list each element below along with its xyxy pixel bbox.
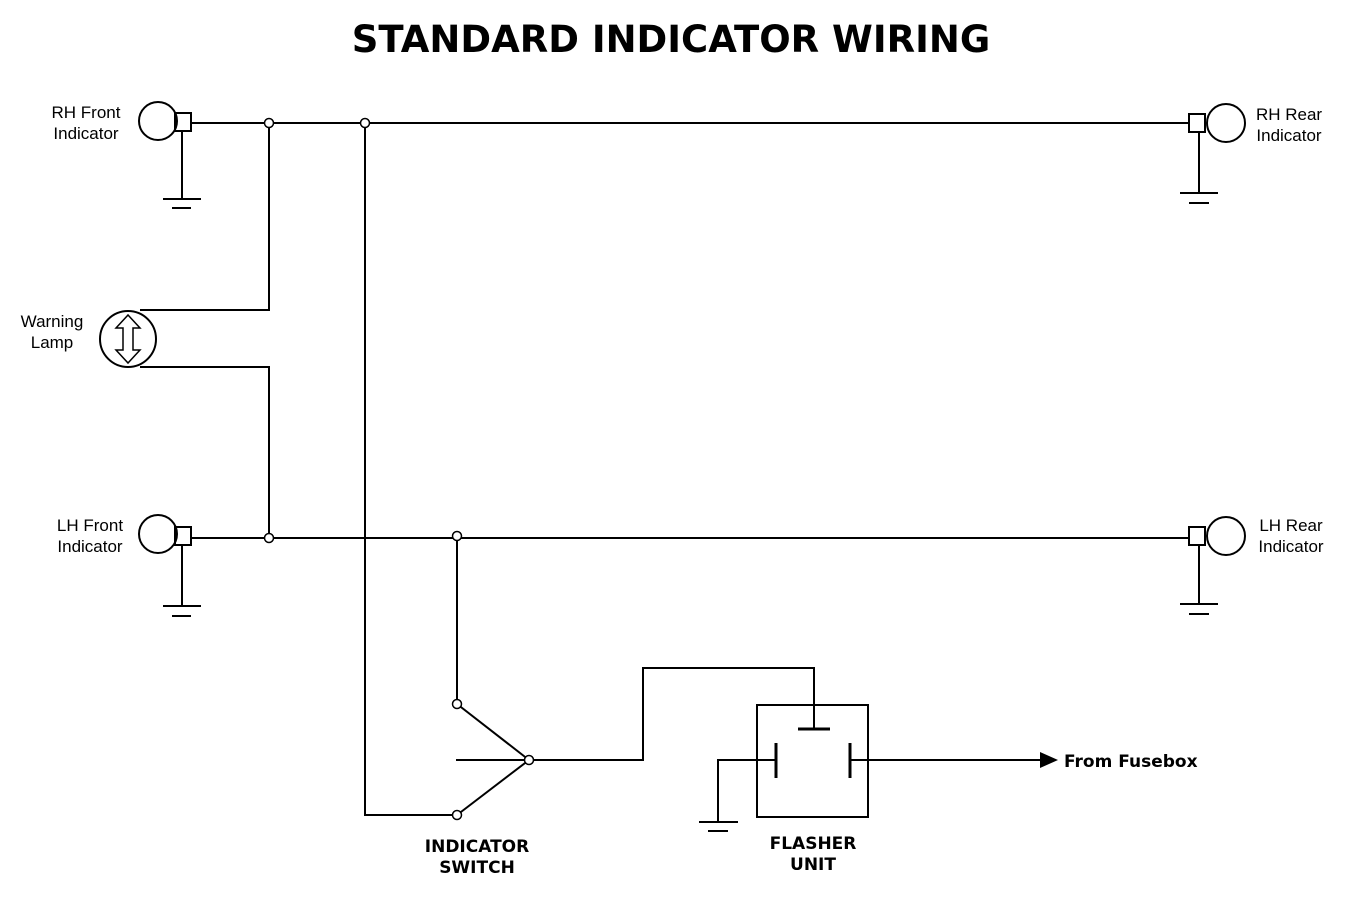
rh-front-label-1: RH Front xyxy=(52,103,121,122)
lh-rear-label-1: LH Rear xyxy=(1259,516,1323,535)
junction-node xyxy=(359,117,371,129)
rh-front-label-2: Indicator xyxy=(53,124,119,143)
warning-lamp-rh-wire xyxy=(140,123,270,311)
warning-lamp xyxy=(99,310,157,368)
bulb-icon xyxy=(138,514,178,554)
warning-lamp-lh-wire xyxy=(140,366,270,538)
lamp-icon xyxy=(99,310,157,368)
switch-contact-left xyxy=(451,698,463,710)
lh-front-label-2: Indicator xyxy=(57,537,123,556)
junction-node xyxy=(451,530,463,542)
rh-rear-label-2: Indicator xyxy=(1256,126,1322,145)
warning-lamp-label-1: Warning xyxy=(21,312,84,331)
junction-node xyxy=(263,532,275,544)
diagram-title: STANDARD INDICATOR WIRING xyxy=(352,18,990,61)
flasher-unit-label-2: UNIT xyxy=(790,855,836,875)
lh-front-label-1: LH Front xyxy=(57,516,123,535)
switch-to-flasher-wire xyxy=(529,667,815,761)
flasher-ground-icon xyxy=(699,821,738,832)
rh-rear-indicator xyxy=(1180,103,1246,204)
from-fusebox-label: From Fusebox xyxy=(1064,752,1198,772)
lh-rear-label-2: Indicator xyxy=(1258,537,1324,556)
warning-lamp-label-2: Lamp xyxy=(31,333,74,352)
switch-arm-upper xyxy=(456,703,530,761)
switch-pivot xyxy=(523,754,535,766)
arrow-icon xyxy=(1040,752,1058,768)
lh-front-indicator xyxy=(138,514,201,617)
bulb-icon xyxy=(1206,103,1246,143)
terminal-icon xyxy=(1188,113,1206,133)
flasher-earth-wire xyxy=(717,759,776,821)
bulb-icon xyxy=(1206,516,1246,556)
rh-front-indicator xyxy=(138,101,201,209)
indicator-switch-label-2: SWITCH xyxy=(439,858,515,878)
indicator-switch-label-1: INDICATOR xyxy=(425,837,529,857)
switch-arm-lower xyxy=(456,759,530,816)
junction-node xyxy=(263,117,275,129)
lh-rear-indicator xyxy=(1180,516,1246,615)
switch-contact-right xyxy=(451,809,463,821)
double-arrow-icon xyxy=(114,313,142,365)
terminal-icon xyxy=(1188,526,1206,546)
bulb-icon xyxy=(138,101,178,141)
switch-rh-wire xyxy=(364,123,457,816)
flasher-unit-label-1: FLASHER xyxy=(770,834,857,854)
rh-rear-label-1: RH Rear xyxy=(1256,105,1322,124)
